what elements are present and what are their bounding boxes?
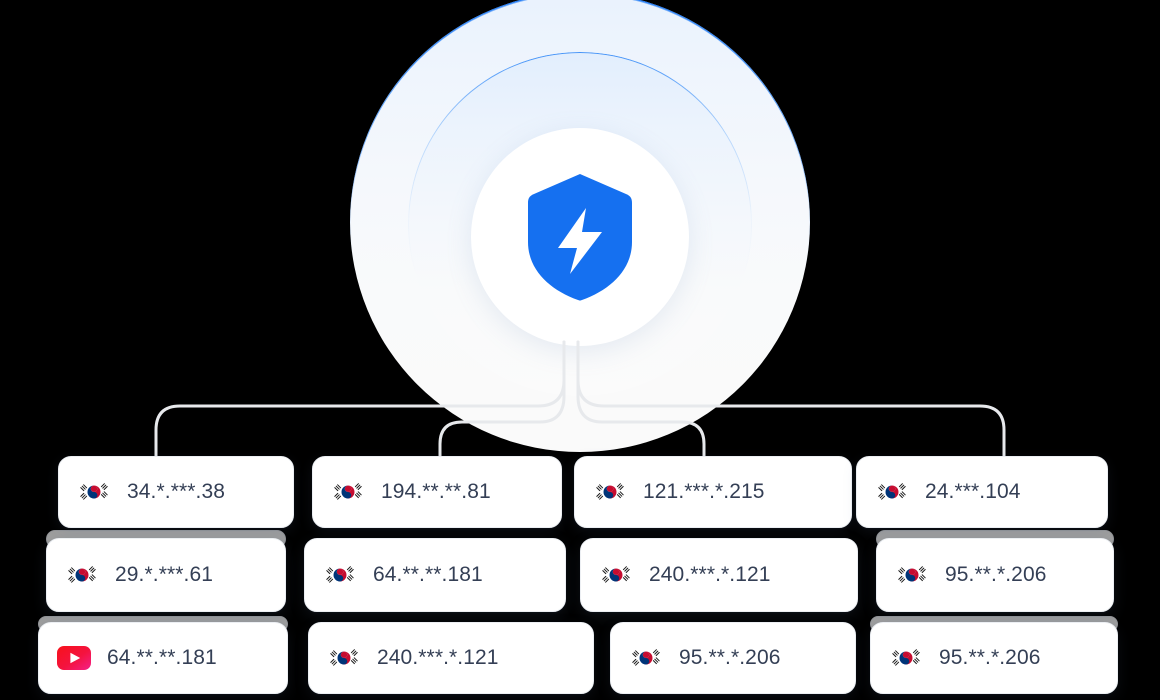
kr-flag-icon [895, 562, 929, 588]
ip-card[interactable]: 95.**.*.206 [876, 538, 1114, 612]
ip-card[interactable]: 240.***.*.121 [580, 538, 858, 612]
ip-address: 240.***.*.121 [649, 563, 771, 586]
kr-flag-icon [65, 562, 99, 588]
ip-card[interactable]: 240.***.*.121 [308, 622, 594, 694]
kr-flag-icon [629, 645, 663, 671]
ip-address: 95.**.*.206 [679, 646, 781, 669]
ip-address: 64.**.**.181 [107, 646, 217, 669]
ip-address: 95.**.*.206 [945, 563, 1047, 586]
ip-card[interactable]: 64.**.**.181 [304, 538, 566, 612]
kr-flag-icon [889, 645, 923, 671]
kr-flag-icon [327, 645, 361, 671]
ip-card[interactable]: 64.**.**.181 [38, 622, 288, 694]
ip-address: 95.**.*.206 [939, 646, 1041, 669]
kr-flag-icon [331, 479, 365, 505]
ip-address: 29.*.***.61 [115, 563, 214, 586]
ip-address: 194.**.**.81 [381, 480, 491, 503]
kr-flag-icon [77, 479, 111, 505]
ip-card[interactable]: 29.*.***.61 [46, 538, 286, 612]
ip-card[interactable]: 121.***.*.215 [574, 456, 852, 528]
ip-address: 64.**.**.181 [373, 563, 483, 586]
ip-address: 24.***.104 [925, 480, 1021, 503]
ip-card[interactable]: 95.**.*.206 [610, 622, 856, 694]
ip-card[interactable]: 34.*.***.38 [58, 456, 294, 528]
ip-card[interactable]: 194.**.**.81 [312, 456, 562, 528]
ip-address: 121.***.*.215 [643, 480, 765, 503]
ip-address: 240.***.*.121 [377, 646, 499, 669]
ip-address: 34.*.***.38 [127, 480, 226, 503]
kr-flag-icon [593, 479, 627, 505]
ip-card[interactable]: 95.**.*.206 [870, 622, 1118, 694]
kr-flag-icon [875, 479, 909, 505]
kr-flag-icon [323, 562, 357, 588]
kr-flag-icon [599, 562, 633, 588]
youtube-icon [57, 645, 91, 671]
ip-card[interactable]: 24.***.104 [856, 456, 1108, 528]
